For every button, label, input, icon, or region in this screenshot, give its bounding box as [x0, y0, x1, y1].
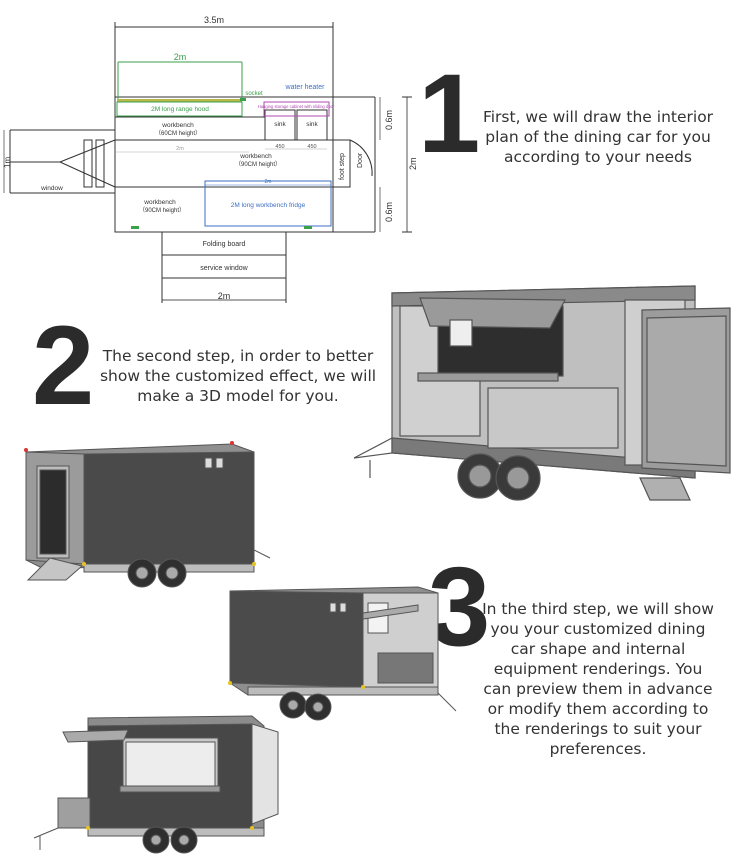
label-cabinet-note: Hanging storage cabinet with sliding doo… [258, 104, 335, 109]
step-1-text: First, we will draw the interior plan of… [482, 108, 714, 166]
step-2-text: The second step, in order to better show… [99, 347, 377, 405]
label-window: window [40, 185, 63, 192]
label-service-window: service window [200, 265, 248, 272]
label-dim-depth-bottom: 0.6m [384, 202, 394, 222]
label-mid-dim: 2m [176, 146, 184, 152]
trailer-3d-model-render [353, 285, 731, 501]
label-dim-service: 2m [218, 291, 231, 301]
step-3-text: In the third step, we will show you your… [482, 600, 714, 758]
label-sink-2: sink [306, 121, 318, 128]
label-dim-height: 2m [408, 157, 418, 170]
trailer-render-side-door [24, 441, 271, 588]
label-workbench-top-height: （60CM height） [155, 130, 201, 137]
label-fridge-dim: 2m [265, 179, 272, 185]
label-fridge: 2M long workbench fridge [231, 202, 306, 209]
label-door: Door [357, 152, 364, 168]
label-folding-board: Folding board [203, 241, 246, 248]
label-dim-window-side: 1m [3, 157, 12, 168]
trailer-render-open-kitchen [228, 586, 457, 721]
dim-total-length: 3.5m [204, 15, 224, 25]
label-socket: socket [245, 91, 263, 97]
label-workbench-bottom-height: （90CM height） [139, 207, 185, 214]
label-foot-step: foot step [339, 153, 346, 180]
step-2-number: 2 [32, 303, 95, 428]
label-range-hood: 2M long range hood [151, 106, 209, 113]
label-dim-depth-top: 0.6m [384, 110, 394, 130]
step-1-number: 1 [418, 51, 481, 176]
label-workbench-mid-height: （90CM height） [235, 161, 281, 168]
dim-inner-length: 2m [174, 52, 187, 62]
label-workbench-mid: workbench [239, 153, 272, 160]
label-sink-1: sink [274, 121, 286, 128]
label-water-heater: water heater [285, 84, 326, 91]
label-workbench-top: workbench [161, 122, 194, 129]
label-workbench-bottom: workbench [143, 199, 176, 206]
trailer-render-front-window [33, 715, 279, 854]
floor-plan-drawing: 3.5m 2m 2M long range hood socket water … [3, 15, 418, 303]
label-sink-width-2: 450 [307, 144, 316, 150]
label-sink-width-1: 450 [275, 144, 284, 150]
